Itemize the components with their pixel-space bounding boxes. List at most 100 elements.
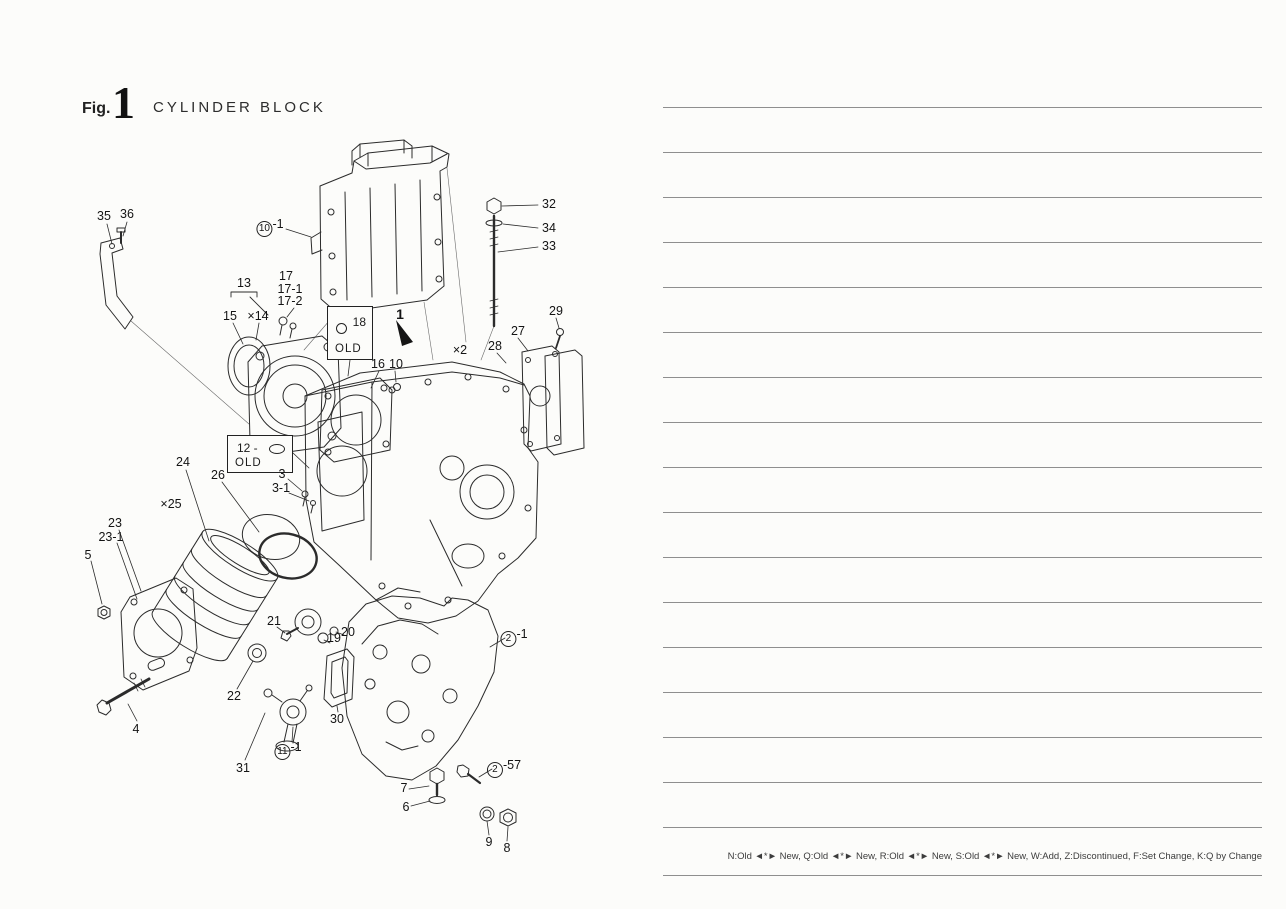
rear-plate-drawing <box>521 328 585 456</box>
part-callout: 9 <box>485 835 493 849</box>
part-callout: 23 <box>108 516 122 530</box>
direction-arrow <box>396 320 413 346</box>
part-callout: 5 <box>84 548 92 562</box>
part-callout: 29 <box>549 304 563 318</box>
part-callout: 8 <box>503 841 511 855</box>
drain-plug-drawing <box>428 767 446 804</box>
part-callout: 11-1 <box>274 740 302 760</box>
circled-part-number: 11 <box>274 744 291 760</box>
part-callout: 15 <box>223 309 237 323</box>
upper-block-drawing <box>310 139 450 314</box>
exploded-diagram <box>90 139 585 842</box>
notes-rule-line <box>663 152 1262 153</box>
notes-panel <box>663 0 1262 909</box>
part-callout: 16 <box>371 357 385 371</box>
part-callout: 6 <box>402 800 410 814</box>
part-callout: 19 <box>327 631 341 645</box>
part-callout: 20 <box>341 625 355 639</box>
part-callout: 31 <box>236 761 250 775</box>
notes-rule-line <box>663 512 1262 513</box>
part-callout: 22 <box>227 689 241 703</box>
inset-box-note: OLD <box>335 343 362 355</box>
plug-drawing <box>247 643 267 663</box>
part-callout: 28 <box>488 339 502 353</box>
part-callout: 27 <box>511 324 525 338</box>
notes-rule-line <box>663 737 1262 738</box>
part-callout: 13 <box>237 276 251 290</box>
circled-part-number: 2 <box>500 631 517 647</box>
footer-rule <box>663 875 1262 876</box>
side-cover-drawing <box>341 595 499 781</box>
part-callout: 3 <box>278 467 286 481</box>
part-shape-glyph <box>336 323 347 334</box>
bracket-13-lines <box>230 291 269 316</box>
part-callout: 33 <box>542 239 556 253</box>
part-callout: 36 <box>120 207 134 221</box>
oil-valve-drawing <box>280 608 339 644</box>
part-callout: 21 <box>267 614 281 628</box>
front-plate-bolts-drawing <box>278 316 297 339</box>
cover-bolt-drawing <box>456 764 482 785</box>
inset-box-label: 12 - <box>237 441 258 455</box>
page-title: CYLINDER BLOCK <box>153 99 326 116</box>
part-callout: 24 <box>176 455 190 469</box>
part-callout: ×14 <box>247 309 269 323</box>
notes-rule-line <box>663 647 1262 648</box>
notes-rule-line <box>663 242 1262 243</box>
notes-rule-line <box>663 467 1262 468</box>
studs-drawing <box>301 490 316 514</box>
part-callout: 10 <box>389 357 403 371</box>
front-gasket-drawing <box>319 377 401 463</box>
inset-old-box: 12 - OLD <box>227 435 293 473</box>
notes-rule-line <box>663 332 1262 333</box>
notes-rule-line <box>663 827 1262 828</box>
part-callout: ×25 <box>160 497 182 511</box>
notes-rule-line <box>663 782 1262 783</box>
part-callout: 4 <box>132 722 140 736</box>
o-rings-drawing <box>241 514 318 580</box>
fig-number: 1 <box>112 77 135 128</box>
part-callout: 2-1 <box>500 627 528 647</box>
part-callout: 7 <box>400 781 408 795</box>
inset-box-note: OLD <box>235 457 262 469</box>
part-callout: 30 <box>330 712 344 726</box>
mount-bolt-drawing <box>96 677 151 716</box>
cover-gasket-drawing <box>323 648 355 708</box>
notes-rule-line <box>663 377 1262 378</box>
cylinder-gasket-drawing <box>120 577 198 691</box>
bracket-drawing <box>99 227 134 330</box>
part-callout: 3-1 <box>271 481 291 495</box>
notes-rule-line <box>663 557 1262 558</box>
inset-box-label: 18 <box>352 315 366 329</box>
nut-drawing <box>97 605 111 620</box>
part-callout: 17-2 <box>277 294 303 308</box>
circled-part-number: 2 <box>486 762 503 778</box>
part-callout: 34 <box>542 221 556 235</box>
notes-rule-line <box>663 602 1262 603</box>
circled-part-number: 10 <box>256 221 273 237</box>
revision-legend: N:Old ◄*► New, Q:Old ◄*► New, R:Old ◄*► … <box>727 851 1262 862</box>
notes-rule-line <box>663 692 1262 693</box>
notes-rule-line <box>663 287 1262 288</box>
stud-bolt-drawing <box>485 197 503 328</box>
part-callout: ×2 <box>452 343 468 357</box>
plug-washer-drawing <box>479 806 517 827</box>
notes-rule-line <box>663 107 1262 108</box>
cylinder-liner-drawing <box>151 528 279 662</box>
part-callout: 32 <box>542 197 556 211</box>
part-callout: 2-57 <box>486 758 521 778</box>
part-callout: 26 <box>211 468 225 482</box>
part-callout: 10-1 <box>256 217 284 237</box>
part-callout: 23-1 <box>98 530 124 544</box>
part-callout: 35 <box>97 209 111 223</box>
part-callout: 17-1 <box>277 282 303 296</box>
part-shape-glyph <box>269 444 285 454</box>
notes-rule-line <box>663 197 1262 198</box>
fig-label: Fig. <box>82 100 111 117</box>
notes-rule-line <box>663 422 1262 423</box>
part-callout: 1 <box>396 306 404 322</box>
part-callout: 17 <box>279 269 293 283</box>
